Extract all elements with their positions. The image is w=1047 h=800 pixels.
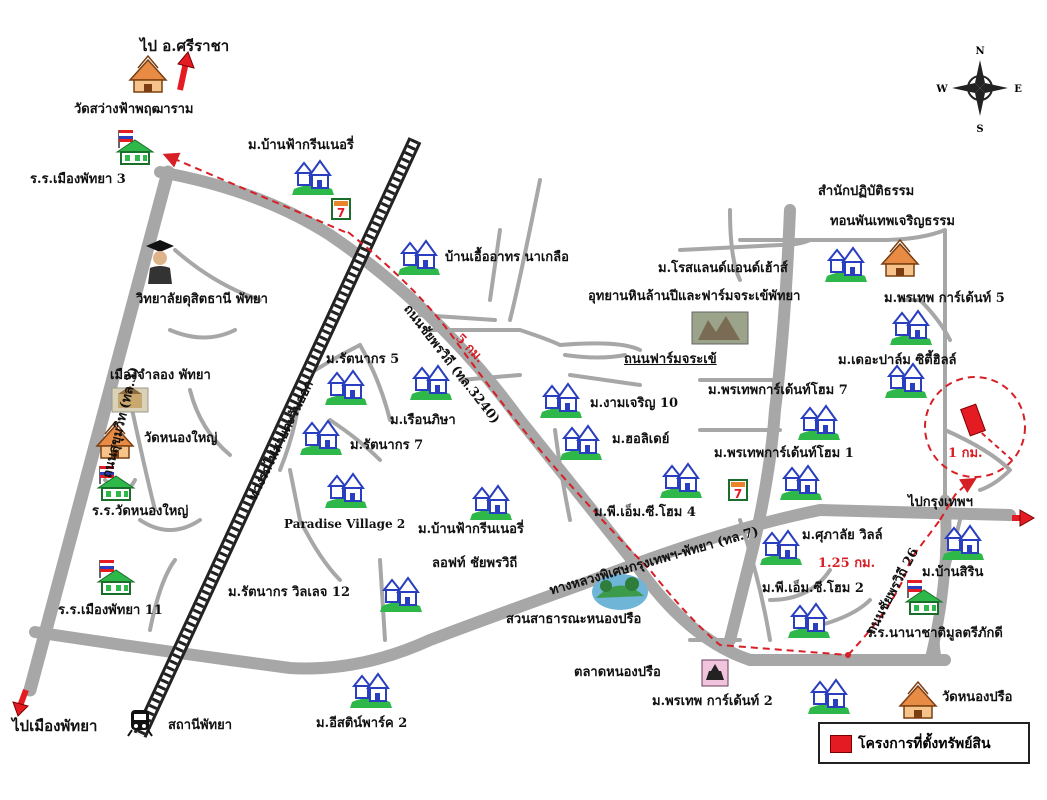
label-phonthep-garden2: ม.พรเทพ การ์เด้นท์ 2 [652, 694, 773, 709]
label-rose-land: ม.โรสแลนด์แอนด์เฮ้าส์ [658, 261, 788, 276]
label-pattaya-station: สถานีพัทยา [168, 718, 233, 733]
house-icon [824, 247, 868, 283]
label-ban-ueaarthorn: บ้านเอื้ออาทร นาเกลือ [445, 250, 569, 265]
label-phonthep-garden5: ม.พรเทพ การ์เด้นท์ 5 [884, 291, 1005, 306]
label-nong-prue-park: สวนสาธารณะหนองปรือ [506, 612, 642, 627]
house-icon [397, 240, 441, 276]
road-chaiyaphruek [154, 166, 951, 666]
compass-n: N [975, 46, 984, 57]
house-icon [539, 383, 583, 419]
label-dharma-center-1: สำนักปฏิบัติธรรม [818, 184, 915, 199]
convenience-store-icon [728, 479, 748, 502]
label-ngam-charoen: ม.งามเจริญ 10 [590, 396, 679, 411]
railway [133, 137, 422, 738]
label-ratanakorn7: ม.รัตนากร 7 [350, 438, 424, 453]
label-phonthep-home1: ม.พรเทพการ์เด้นท์โฮม 1 [714, 446, 854, 461]
label-loft-chaiyaphruek: ลอฟท์ ชัยพรวิถี [432, 556, 518, 571]
label-pm-home2: ม.พี.เอ็ม.ซี.โฮม 2 [762, 581, 864, 596]
label-horizon: ม.ฮอลิเดย์ [612, 432, 670, 447]
label-muang-jamlong: เมืองจำลอง พัทยา [110, 368, 211, 383]
compass-s: S [976, 124, 983, 135]
label-to-pattaya: ไปเมืองพัทยา [12, 717, 98, 735]
house-icon [779, 465, 823, 501]
label-dharma-center-2: ทอนพันเทพเจริญธรรม [830, 214, 955, 229]
label-ratanakorn5: ม.รัตนากร 5 [326, 352, 400, 367]
road-sukhumvit [23, 165, 175, 697]
temple-icon [899, 681, 937, 719]
label-school-pattaya11: ร.ร.เมืองพัทยา 11 [58, 603, 163, 618]
road-sukhumvit-east [724, 204, 796, 646]
property-marker [960, 403, 986, 437]
train-icon [127, 710, 153, 737]
house-icon [469, 485, 513, 521]
main-roads [23, 165, 1016, 697]
house-icon [659, 463, 703, 499]
convenience-store-icon [331, 198, 351, 221]
house-icon [759, 530, 803, 566]
house-icon [379, 577, 423, 613]
road-highway7 [29, 504, 1016, 675]
label-suphalai-ville: ม.ศุภาลัย วิลล์ [802, 528, 883, 543]
house-icon [349, 673, 393, 709]
radius-1km-circle [924, 376, 1026, 478]
label-to-sriracha: ไป อ.ศรีราชา [140, 37, 230, 55]
graduate-icon [146, 240, 174, 284]
distance-1-25km: 1.25 กม. [818, 556, 876, 571]
house-icon [884, 363, 928, 399]
house-icon [797, 405, 841, 441]
label-stone-park: อุทยานหินล้านปีและฟาร์มจระเข้พัทยา [588, 289, 801, 304]
label-ruenpisa: ม.เรือนภิษา [390, 413, 456, 428]
label-ban-fa-green-north: ม.บ้านฟ้ากรีนเนอรี่ [248, 138, 354, 153]
label-to-bangkok: ไปกรุงเทพฯ [908, 495, 973, 510]
market-icon [701, 659, 729, 687]
temple-icon [129, 55, 167, 93]
label-school-pattaya3: ร.ร.เมืองพัทยา 3 [30, 172, 126, 187]
house-icon [324, 473, 368, 509]
label-school-nanachat: ร.ร.นานาชาติมูลตรีภักดี [866, 626, 1003, 641]
label-eastern-park: ม.อีสติน์พาร์ค 2 [316, 716, 408, 731]
house-icon [787, 603, 831, 639]
distance-1km: 1 กม. [948, 446, 983, 461]
road-chaiyaphruek26 [924, 494, 952, 666]
legend-swatch [830, 735, 852, 753]
label-pm-home4: ม.พี.เอ็ม.ซี.โฮม 4 [594, 505, 696, 520]
label-wat-sawang: วัดสว่างฟ้าพฤฒาราม [74, 102, 194, 117]
school-icon [97, 559, 135, 595]
label-school-nong-yai: ร.ร.วัดหนองใหญ่ [92, 504, 189, 519]
route-to-property [162, 152, 1026, 658]
model-town-icon [111, 386, 149, 413]
house-icon [889, 310, 933, 346]
direction-arrows [12, 51, 1036, 717]
label-wat-nong-yai: วัดหนองใหญ่ [144, 431, 218, 446]
label-ban-sirin: ม.บ้านสิริน [922, 565, 984, 580]
label-dusit-college: วิทยาลัยดุสิตธานี พัทยา [136, 292, 268, 307]
label-ratanakorn-villa: ม.รัตนากร วิลเลจ 12 [228, 585, 350, 600]
legend: โครงการที่ตั้งทรัพย์สิน [818, 722, 1030, 764]
compass-rose: N S E W [935, 46, 1022, 135]
temple-icon [881, 239, 919, 277]
house-icon [291, 160, 335, 196]
label-ban-fa-green-south: ม.บ้านฟ้ากรีนเนอรี่ [418, 522, 524, 537]
house-icon [324, 370, 368, 406]
school-icon [116, 129, 154, 165]
label-wat-nong-prue: วัดหนองปรือ [942, 690, 1013, 705]
house-icon [559, 425, 603, 461]
compass-w: W [935, 84, 948, 95]
stone-park-icon [691, 311, 749, 345]
label-phonthep-home7: ม.พรเทพการ์เด้นท์โฮม 7 [708, 383, 848, 398]
house-icon [807, 679, 851, 715]
label-nong-prue-market: ตลาดหนองปรือ [574, 665, 661, 680]
label-paradise-village: Paradise Village 2 [284, 517, 406, 531]
label-the-palm: ม.เดอะปาล์ม ซิตี้ฮิลล์ [838, 353, 957, 368]
compass-e: E [1014, 84, 1022, 95]
label-crocodile-farm-road: ถนนฟาร์มจระเข้ [624, 352, 717, 367]
legend-label: โครงการที่ตั้งทรัพย์สิน [858, 736, 991, 752]
park-icon [592, 574, 648, 610]
